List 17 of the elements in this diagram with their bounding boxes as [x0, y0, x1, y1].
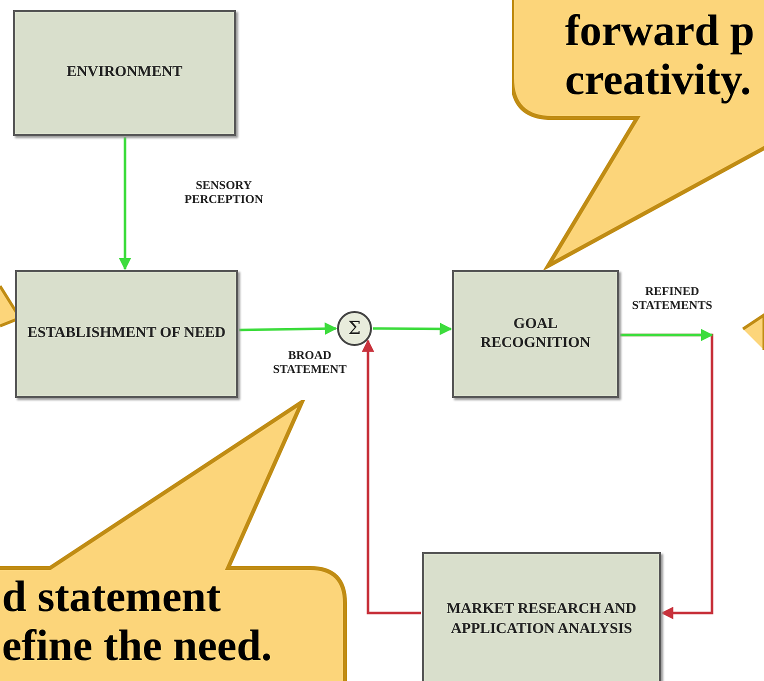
arrow — [373, 322, 452, 336]
box-label: MARKET RESEARCH AND APPLICATION ANALYSIS — [446, 600, 638, 638]
callout-text: forward p creativity. — [565, 6, 756, 105]
process-box — [452, 270, 619, 398]
box-label: ESTABLISHMENT OF NEED — [26, 324, 227, 344]
box-label: GOAL RECOGNITION — [479, 314, 592, 353]
process-box — [13, 10, 236, 136]
arrow — [238, 322, 338, 335]
process-box — [15, 270, 238, 398]
arrow — [118, 137, 132, 270]
arrow — [620, 328, 714, 342]
sum-symbol: Σ — [348, 320, 361, 338]
process-box — [422, 552, 661, 681]
arrow — [362, 339, 421, 614]
callout-text: d statement efine the need. — [2, 572, 274, 671]
box-label: ENVIRONMENT — [66, 63, 184, 82]
summing-junction — [337, 311, 372, 346]
